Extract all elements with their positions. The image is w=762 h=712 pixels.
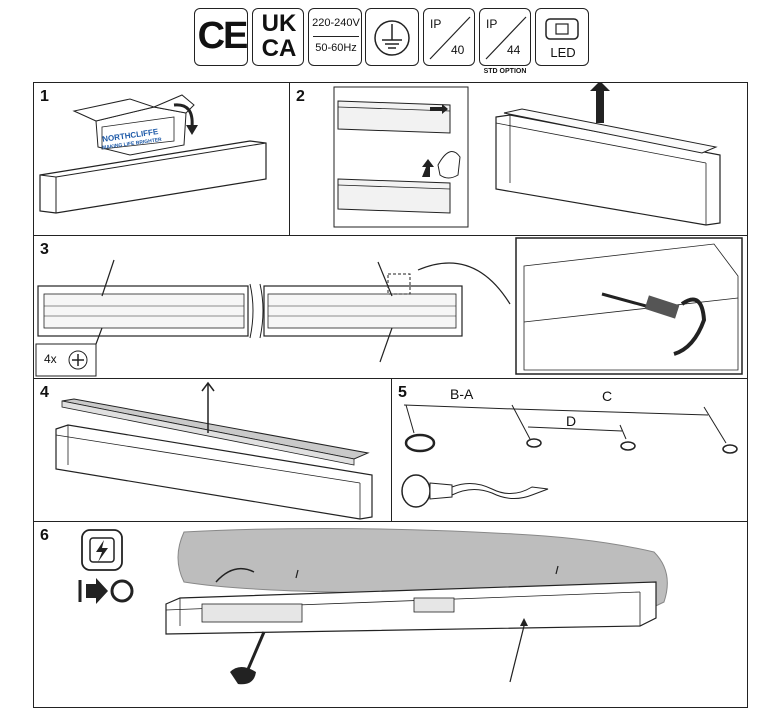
voltage-text: 220-240V bbox=[312, 17, 360, 29]
led-module-icon bbox=[545, 18, 579, 40]
step-1-panel: 1 NORTHCLIFFE MAKING LIFE BRIGHTER bbox=[33, 82, 290, 236]
led-badge: LED bbox=[535, 8, 589, 66]
ground-badge bbox=[365, 8, 419, 66]
step-2-panel: 2 bbox=[289, 82, 748, 236]
screw-count-text: 4x bbox=[44, 352, 57, 366]
step-4-panel: 4 bbox=[33, 378, 392, 522]
ce-text: CE bbox=[197, 15, 249, 57]
step-5-panel: 5 B-A C D bbox=[391, 378, 748, 522]
step-5-number: 5 bbox=[398, 384, 407, 401]
step-6-panel: 6 bbox=[33, 521, 748, 708]
ukca-top-text: UK bbox=[261, 10, 297, 37]
step-4-number: 4 bbox=[40, 384, 49, 401]
voltage-badge: 220-240V 50-60Hz bbox=[308, 8, 362, 66]
frequency-text: 50-60Hz bbox=[315, 42, 357, 54]
step-2-number: 2 bbox=[296, 88, 305, 105]
led-text: LED bbox=[550, 45, 576, 60]
ce-mark: CE bbox=[194, 8, 248, 66]
diffuser-removal-illustration bbox=[333, 83, 721, 228]
fixing-screws-illustration bbox=[35, 237, 743, 377]
ip44-top-text: IP bbox=[486, 17, 498, 31]
step-6-number: 6 bbox=[40, 527, 49, 544]
ip40-badge: IP 40 bbox=[423, 8, 475, 66]
ground-symbol-icon bbox=[374, 20, 410, 56]
ip44-badge: IP 44 bbox=[479, 8, 531, 66]
ip40-bottom-text: 40 bbox=[451, 43, 465, 57]
body-removal-illustration bbox=[55, 381, 373, 520]
measure-d-label: D bbox=[566, 413, 577, 429]
drilling-diagram bbox=[401, 404, 738, 508]
ukca-mark: UK CA bbox=[252, 8, 304, 66]
ip40-top-text: IP bbox=[430, 17, 442, 31]
std-option-label: STD OPTION bbox=[483, 68, 527, 75]
step-1-number: 1 bbox=[40, 88, 49, 105]
measure-ba-label: B-A bbox=[450, 386, 474, 402]
step-3-panel: 3 4x bbox=[33, 235, 748, 379]
ukca-bottom-text: CA bbox=[261, 35, 297, 62]
measure-c-label: C bbox=[602, 388, 613, 404]
unboxing-illustration bbox=[39, 94, 267, 214]
step-3-number: 3 bbox=[40, 241, 49, 258]
wall-mounting-illustration bbox=[78, 527, 668, 685]
ip44-bottom-text: 44 bbox=[507, 43, 521, 57]
